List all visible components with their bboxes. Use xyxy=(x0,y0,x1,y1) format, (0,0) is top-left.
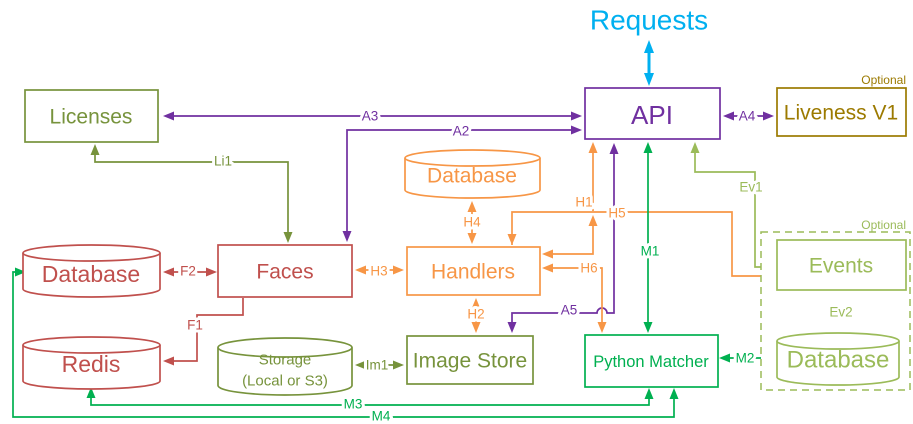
edge-m1 xyxy=(643,142,653,333)
edge-label-ev2: Ev2 xyxy=(829,305,852,320)
edge-a3 xyxy=(163,111,582,121)
faces-node xyxy=(217,244,353,298)
licenses-label: Licenses xyxy=(50,106,133,129)
handlers-database-label: Database xyxy=(427,165,517,188)
edge-label-h4: H4 xyxy=(463,215,481,230)
liveness-node xyxy=(776,87,907,137)
edge-label-a5: A5 xyxy=(561,303,578,318)
edge-label-li1: Li1 xyxy=(214,154,232,169)
edge-f2 xyxy=(163,267,217,277)
api-label: API xyxy=(631,100,673,130)
api-node xyxy=(584,87,721,140)
requests-title: Requests xyxy=(590,5,708,36)
storage-sublabel: (Local or S3) xyxy=(242,373,328,390)
handlers-label: Handlers xyxy=(431,261,515,284)
edge-a4 xyxy=(723,111,774,121)
edge-label-m3: M3 xyxy=(344,397,363,412)
edge-m4 xyxy=(12,267,679,418)
events-label: Events xyxy=(809,255,873,278)
liveness-optional-tag: Optional xyxy=(861,73,906,87)
edge-h3 xyxy=(355,265,404,275)
licenses-node xyxy=(24,89,159,143)
faces-label: Faces xyxy=(256,261,313,284)
edge-h2 xyxy=(471,298,481,333)
edge-label-a3: A3 xyxy=(362,109,379,124)
edge-label-h1: H1 xyxy=(575,195,592,210)
events-database-node xyxy=(776,332,900,386)
main-database-label: Database xyxy=(42,261,140,287)
edge-im1 xyxy=(355,360,404,370)
redis-label: Redis xyxy=(62,351,121,377)
python-matcher-node xyxy=(584,334,719,388)
edge-a2 xyxy=(342,125,582,242)
edge-label-im1: Im1 xyxy=(366,358,389,373)
edge-label-a4: A4 xyxy=(739,109,756,124)
image-store-label: Image Store xyxy=(413,350,527,373)
edge-label-a2: A2 xyxy=(453,124,470,139)
events-optional-tag: Optional xyxy=(861,218,906,232)
edge-label-m1: M1 xyxy=(641,244,660,259)
edge-label-m4: M4 xyxy=(372,409,391,424)
edge-f1 xyxy=(163,298,244,366)
edge-label-h6: H6 xyxy=(580,261,597,276)
edge-h1 xyxy=(588,142,598,211)
edge-label-f2: F2 xyxy=(180,264,196,279)
storage-label: Storage xyxy=(259,352,312,369)
python-matcher-label: Python Matcher xyxy=(593,353,709,371)
edge-requests-api xyxy=(644,40,654,86)
handlers-database-node xyxy=(404,149,541,199)
storage-node xyxy=(217,337,353,396)
edge-li1 xyxy=(90,144,293,243)
redis-node xyxy=(22,336,161,390)
edge-m3 xyxy=(86,387,654,406)
edge-label-m2: M2 xyxy=(736,351,755,366)
liveness-label: Liveness V1 xyxy=(784,102,898,125)
main-database-node xyxy=(22,244,161,298)
events-database-label: Database xyxy=(787,347,890,374)
image-store-node xyxy=(406,335,534,385)
edge-label-h3: H3 xyxy=(370,264,387,279)
handlers-node xyxy=(406,246,541,296)
events-node xyxy=(776,239,907,291)
edge-label-f1: F1 xyxy=(187,318,203,333)
edge-h4 xyxy=(467,201,477,244)
edge-h6 xyxy=(542,263,607,333)
edge-label-ev1: Ev1 xyxy=(739,180,762,195)
edge-label-h5: H5 xyxy=(608,206,625,221)
edge-label-h2: H2 xyxy=(467,307,484,322)
